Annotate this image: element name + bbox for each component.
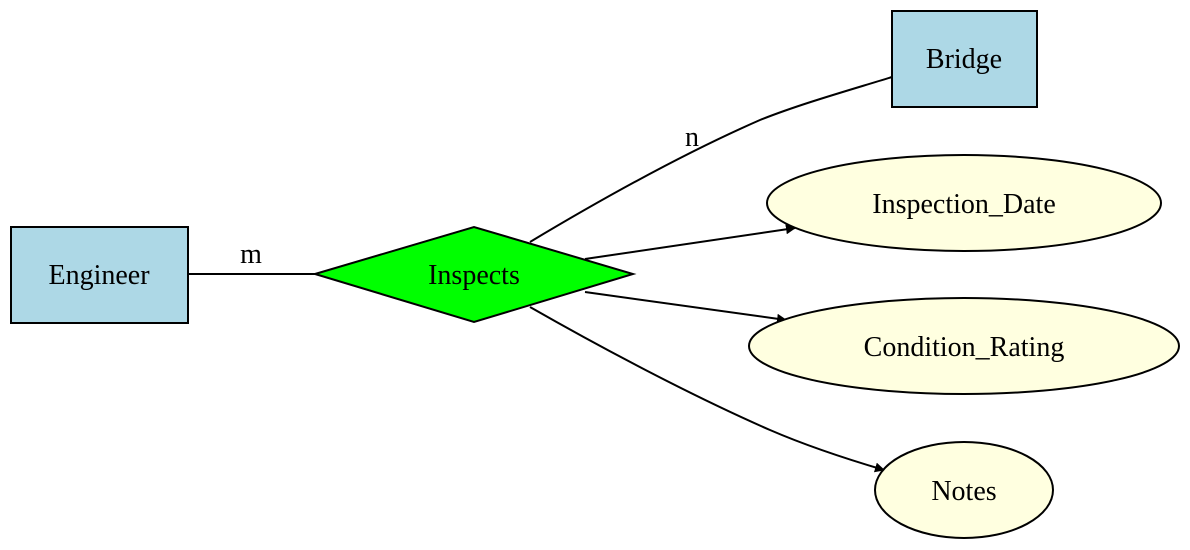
attribute-notes[interactable]: Notes (874, 441, 1054, 539)
attribute-inspection-date-label: Inspection_Date (872, 189, 1056, 220)
cardinality-n: n (685, 122, 699, 153)
attribute-inspection-date[interactable]: Inspection_Date (766, 154, 1162, 252)
relationship-inspects-label: Inspects (428, 260, 520, 291)
entity-engineer[interactable]: Engineer (10, 226, 189, 324)
cardinality-m: m (240, 239, 262, 270)
edge-inspects-condition-rating (584, 291, 787, 324)
entity-engineer-label: Engineer (48, 260, 150, 291)
attribute-notes-label: Notes (931, 476, 996, 507)
entity-bridge-label: Bridge (926, 44, 1002, 75)
edge-inspects-bridge (529, 76, 893, 243)
edge-inspects-inspection-date (584, 224, 796, 260)
edge-inspects-notes (529, 306, 885, 473)
attribute-condition-rating-label: Condition_Rating (864, 332, 1065, 363)
relationship-inspects[interactable]: Inspects (311, 225, 637, 324)
attribute-condition-rating[interactable]: Condition_Rating (748, 297, 1180, 395)
entity-bridge[interactable]: Bridge (891, 10, 1038, 108)
